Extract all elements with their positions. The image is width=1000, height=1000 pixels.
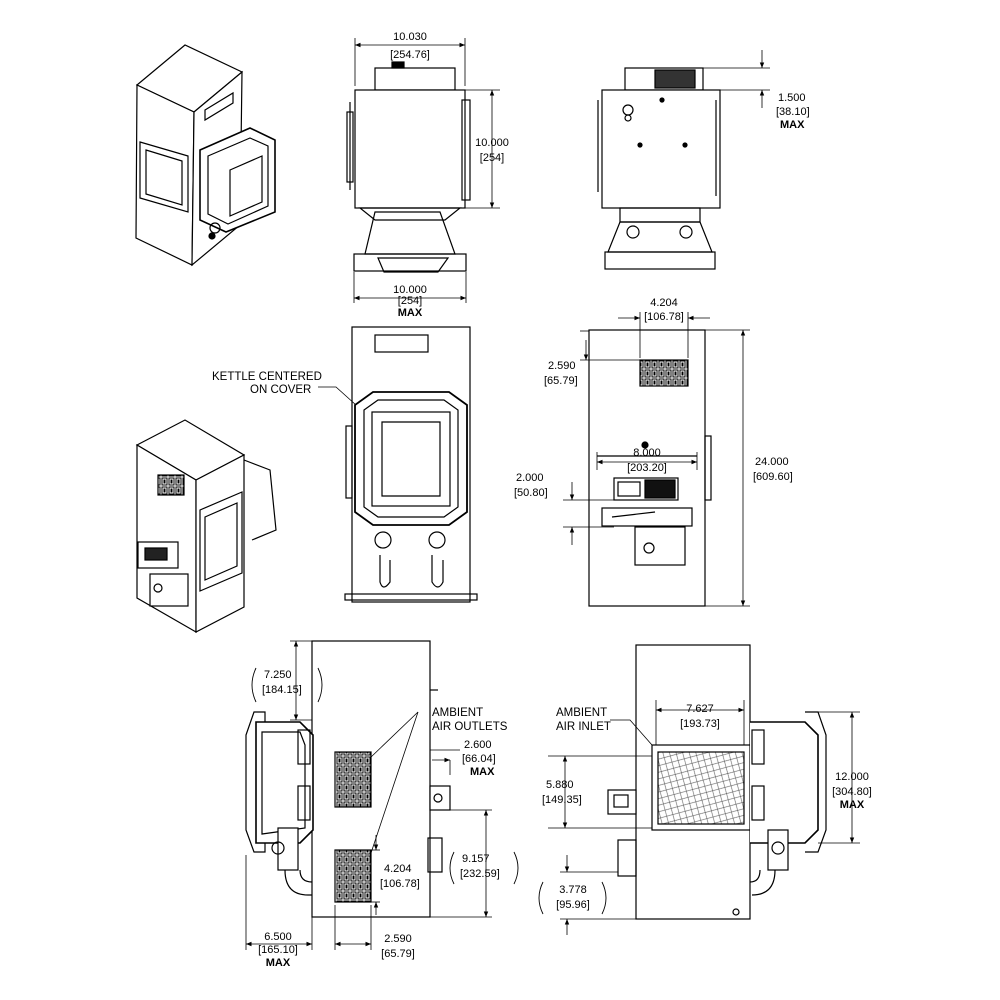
front-view-middle	[344, 326, 478, 603]
dim-panel-width-mm: [203.20]	[627, 462, 667, 474]
dim-vent-offset-in: 2.590	[548, 360, 576, 372]
side-view-right	[607, 644, 827, 920]
dim-vent-width-mm: [106.78]	[644, 311, 684, 323]
annotation-text: 10.030 [254.76] 10.000 [254] 10.000 [254…	[212, 31, 872, 969]
dim-top-right-height-tag: MAX	[780, 119, 805, 131]
dim-vent-offset-mm: [65.79]	[544, 375, 578, 387]
front-view-top	[346, 61, 471, 273]
dim-kettle-height-mm: [304.80]	[832, 786, 872, 798]
note-kettle-line-1: KETTLE CENTERED	[212, 371, 322, 383]
dim-bottom-offset-mm: [95.96]	[556, 899, 590, 911]
dim-front-height-in: 10.000	[475, 137, 509, 149]
dim-top-right-height-in: 1.500	[778, 92, 806, 104]
dim-side-protrusion-in: 2.600	[464, 739, 492, 751]
dim-front-height-mm: [254]	[480, 152, 504, 164]
dim-side-vent-height-mm: [106.78]	[380, 878, 420, 890]
note-kettle-line-2: ON COVER	[250, 384, 311, 396]
reference-brackets	[251, 667, 607, 915]
isometric-view-front	[135, 44, 276, 267]
dim-inlet-width-mm: [193.73]	[680, 718, 720, 730]
note-air-inlet-line-1: AMBIENT	[556, 707, 607, 719]
note-air-inlet-line-2: AIR INLET	[556, 721, 611, 733]
dim-side-depth-in: 6.500	[264, 931, 292, 943]
dim-side-protrusion-mm: [66.04]	[462, 753, 496, 765]
dim-overall-height-mm: [609.60]	[753, 471, 793, 483]
dimension-lines	[245, 38, 860, 950]
dim-kettle-height-tag: MAX	[840, 799, 865, 811]
dim-base-width-in: 10.000	[393, 284, 427, 296]
dim-side-depth-mm: [165.10]	[258, 944, 298, 956]
dim-top-width-in: 10.030	[393, 31, 427, 43]
dim-panel-width-in: 8.000	[633, 447, 661, 459]
rear-view-middle	[588, 329, 712, 607]
dim-overall-height-in: 24.000	[755, 456, 789, 468]
dim-inlet-offset-in: 5.880	[546, 779, 574, 791]
dim-base-width-mm: [254]	[398, 295, 422, 307]
dim-inlet-offset-mm: [149.35]	[542, 794, 582, 806]
dim-vent-width-in: 4.204	[650, 297, 678, 309]
dim-panel-offset-mm: [50.80]	[514, 487, 548, 499]
dim-inlet-width-in: 7.627	[686, 703, 714, 715]
isometric-view-rear	[135, 419, 277, 634]
dim-base-width-tag: MAX	[398, 307, 423, 319]
note-air-outlets-line-2: AIR OUTLETS	[432, 721, 508, 733]
dim-top-right-height-mm: [38.10]	[776, 106, 810, 118]
dim-side-depth-tag: MAX	[266, 957, 291, 969]
dim-side-vent-height-in: 4.204	[384, 863, 412, 875]
side-view-left	[245, 640, 451, 918]
dim-bottom-offset-in: 3.778	[559, 884, 587, 896]
dim-side-lower-height-in: 9.157	[462, 853, 490, 865]
rear-view-top	[597, 67, 721, 270]
dim-top-width-mm: [254.76]	[390, 49, 430, 61]
dim-kettle-height-in: 12.000	[835, 771, 869, 783]
note-air-outlets-line-1: AMBIENT	[432, 707, 483, 719]
dim-side-vent-width-mm: [65.79]	[381, 948, 415, 960]
dim-side-vent-width-in: 2.590	[384, 933, 412, 945]
dim-panel-offset-in: 2.000	[516, 472, 544, 484]
dim-side-protrusion-tag: MAX	[470, 766, 495, 778]
dim-side-top-offset-mm: [184.15]	[262, 684, 302, 696]
dim-side-top-offset-in: 7.250	[264, 669, 292, 681]
dim-side-lower-height-mm: [232.59]	[460, 868, 500, 880]
